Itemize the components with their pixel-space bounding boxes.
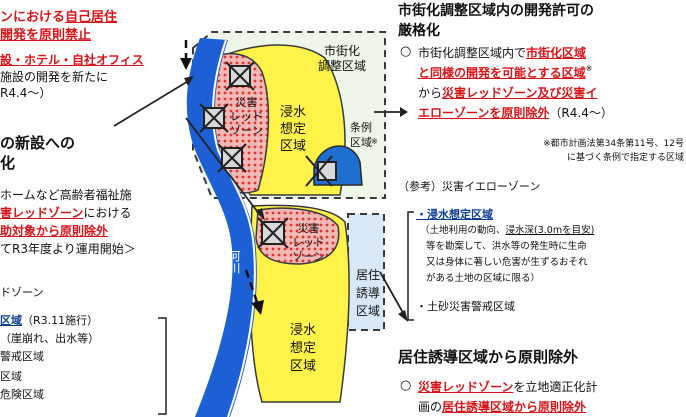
right-title2: 居住誘導区域から原則除外: [398, 348, 579, 366]
footnote-line1: ※都市計画法第34条第11号、12号: [543, 139, 684, 149]
river-flow-arrowhead-icon: [251, 300, 264, 315]
river-shape: [186, 38, 257, 417]
left-block2-heading2: 化: [0, 154, 16, 172]
arrowhead-icon: [184, 76, 408, 322]
ordinance-mark: ※: [371, 137, 378, 146]
reference-label: （参考）災害イエローゾーン: [398, 180, 541, 193]
left-block2-line1: ホームなど高齢者福祉施: [0, 188, 132, 202]
right-p1-line1: 市街化調整区域内で市街化区域: [418, 44, 586, 61]
ref-item1-head: ・浸水想定区域: [416, 208, 493, 221]
right-p1-line3-emph: 災害レッドゾーン及び災害イ: [442, 86, 598, 100]
residential-area-shape: [347, 213, 385, 331]
river-bank-line: [211, 39, 256, 417]
ref-item1-line1: （土地利用の動向、浸水深(3.0mを目安): [420, 222, 594, 236]
right-p2-line2-pre: 画の: [418, 400, 443, 414]
right-title-line2: 厳格化: [398, 23, 440, 39]
bullet-icon-2: ○: [400, 378, 412, 393]
flood-area-bottom-label: 浸水 想定 区域: [290, 323, 317, 374]
ref-item2: ・土砂災害警戒区域: [416, 300, 515, 313]
ref-item1-line1-pre: （土地利用の動向、: [420, 225, 506, 236]
right-p1-line2-emph: と同様の開発を可能とする区域: [418, 66, 586, 80]
right-p1-line2: と同様の開発を可能とする区域※: [418, 64, 592, 81]
left-block1-line1-emph: 自己居住: [65, 10, 118, 25]
ref-item1-line3: 又は身体に著しい危害が生ずるおそれ: [426, 257, 588, 268]
left-block2-line2-tail: における: [83, 206, 132, 220]
right-p1-line3-pre: から: [418, 86, 443, 100]
urbanization-control-area-label: 市街化 調整区域: [318, 44, 367, 73]
right-p2-line2-emph: 居住誘導区域から原則除外: [442, 400, 587, 414]
right-p1-line4-emph: エローゾーンを原則除外: [418, 106, 550, 120]
disaster-red-zone-top-label: 災害 レッド ゾーン: [230, 96, 263, 137]
building-crossed-icon: [217, 143, 247, 173]
left-block1-line2: 開発を原則禁止: [0, 28, 92, 43]
left-block2-line4: てR3年度より運用開始＞: [0, 242, 136, 256]
left-block1-line1-tail: ンにおける: [0, 10, 66, 25]
disaster-red-zone-mid-label: 災害 レッド ゾーン: [292, 222, 325, 263]
ordinance-area-label: 条例 区域: [350, 121, 372, 149]
building-crossed-icon: [199, 103, 229, 133]
right-p1-line1-emph: 市街化区域: [526, 46, 587, 60]
left-block1-line3: 設・ホテル・自社オフィス: [0, 53, 144, 67]
left-block3-line6: 危険区域: [0, 388, 44, 401]
left-block1-line1: ンにおける自己居住: [0, 6, 117, 25]
left-block3-line2-tail: （R3.11施行）: [22, 314, 99, 327]
left-block2-line3: 助対象から原則除外: [0, 224, 109, 238]
right-p2-line2: 画の居住誘導区域から原則除外: [418, 398, 586, 415]
left-block2-line2-emph: 害レッドゾーン: [0, 206, 84, 220]
river-label: 河川: [227, 250, 241, 274]
building-crossed-icon: [305, 155, 337, 187]
ref-item1-line1-u: 浸水深(3.0mを目安): [505, 225, 595, 236]
right-p1-line3: から災害レッドゾーン及び災害イ: [418, 84, 597, 101]
bullet-icon: ○: [400, 44, 412, 59]
bracket-left-block: [158, 317, 167, 415]
bracket-reference: [407, 211, 414, 321]
left-block1-line4: 施設の開発を新たに: [0, 70, 109, 84]
right-p1-line2-mark: ※: [585, 64, 593, 73]
left-block1-line5: R4.4〜）: [0, 86, 52, 100]
arrow-icon: [113, 79, 407, 319]
building-crossed-icon: [257, 217, 289, 249]
flood-area-top-label: 浸水 想定 区域: [280, 105, 307, 154]
left-block2-line2: 害レッドゾーンにおける: [0, 204, 131, 221]
left-block3-line3: （崖崩れ、出水等）: [0, 332, 100, 345]
residential-area-label: 居住 誘導 区域: [356, 268, 381, 318]
river-flow-arrowhead-icon: [180, 58, 192, 70]
left-block3-line2-emph: 区域: [0, 314, 22, 327]
right-p1-line4-tail: （R4.4〜）: [549, 106, 613, 120]
left-block3-line1: ドゾーン: [0, 286, 44, 299]
river-flow-arrow-icon: [184, 40, 260, 306]
ref-item1-line2: 等を勘案して、洪水等の発生時に生命: [426, 241, 587, 252]
right-p2-line1: 災害レッドゾーンを立地適正化計: [418, 378, 597, 395]
right-p1-line1-pre: 市街化調整区域内で: [418, 46, 527, 60]
left-block2-heading1: の新設への: [0, 134, 76, 152]
right-p2-line1-emph: 災害レッドゾーン: [418, 380, 514, 394]
right-p2-line1-tail: を立地適正化計: [513, 380, 598, 394]
left-block3-line2: 区域（R3.11施行）: [0, 312, 98, 328]
left-block3-line4: 警戒区域: [0, 350, 44, 363]
right-p1-line4: エローゾーンを原則除外（R4.4〜）: [418, 104, 613, 121]
right-title-line1: 市街化調整区域内の開発許可の: [398, 3, 594, 19]
left-block3-line5: 区域: [0, 370, 22, 383]
ref-item1-line4: がある土地の区域に限る）: [426, 273, 541, 284]
building-crossed-icon: [225, 61, 255, 91]
footnote-line2: に基づく条例で指定する区域: [566, 153, 684, 163]
